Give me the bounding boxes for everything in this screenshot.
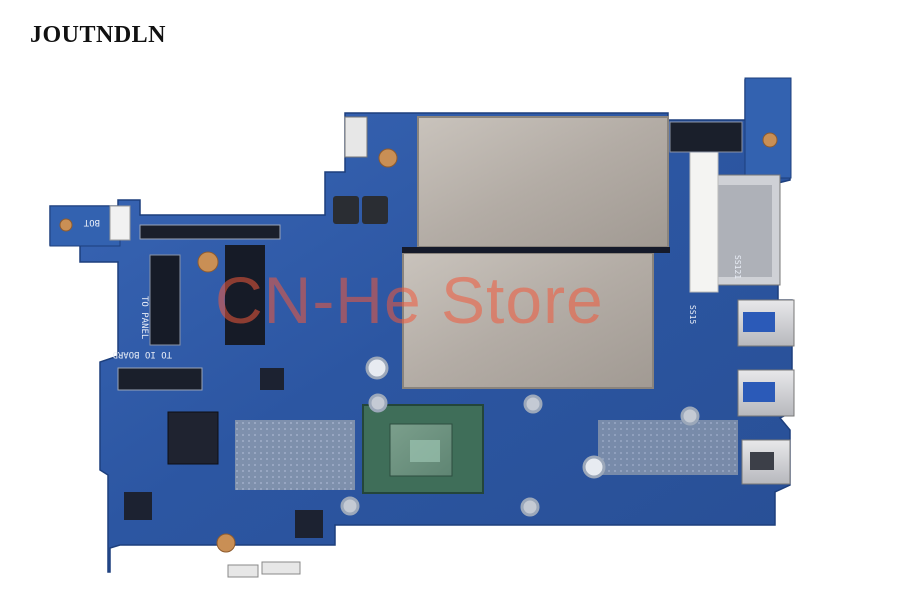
white-header <box>109 205 131 241</box>
flat-connector <box>225 245 265 345</box>
mounting-hole <box>340 496 360 516</box>
small-chip <box>124 492 152 520</box>
mounting-hole <box>365 356 389 380</box>
small-chip <box>260 368 284 390</box>
mounting-pad <box>762 132 778 148</box>
inductor <box>362 196 388 224</box>
panel-connector <box>149 254 181 346</box>
inductor <box>333 196 359 224</box>
mounting-hole <box>520 497 540 517</box>
watermark-text: CN-He Store <box>215 263 604 337</box>
io-board-connector <box>117 367 203 391</box>
silk-bot: BOT <box>83 217 100 227</box>
bottom-connector <box>227 564 259 578</box>
mounting-hole <box>680 406 700 426</box>
mounting-pad <box>378 148 398 168</box>
mounting-pad <box>197 251 219 273</box>
small-chip <box>295 510 323 538</box>
mounting-pad <box>59 218 73 232</box>
brand-logo-text: JOUTNDLN <box>30 22 167 48</box>
mounting-hole <box>368 393 388 413</box>
barcode-label <box>689 151 719 293</box>
mounting-hole <box>523 394 543 414</box>
ribbon-connector <box>139 224 281 240</box>
pch-area <box>598 420 738 475</box>
mounting-pad <box>216 533 236 553</box>
ram-shield-top <box>417 116 669 248</box>
silk-to-io-board: TO IO BOARD <box>112 349 172 359</box>
silk-ss121: SS121 <box>733 255 742 279</box>
silk-to-panel: TO PANEL <box>139 296 149 339</box>
ram-shield-bottom <box>402 252 654 389</box>
chipset-area <box>235 420 355 490</box>
mounting-hole <box>582 455 606 479</box>
ite-chip <box>167 411 219 465</box>
top-right-tab <box>744 77 792 179</box>
top-connector <box>344 116 368 158</box>
silk-ss15: SS15 <box>688 305 697 324</box>
bottom-connector <box>261 561 301 575</box>
m2-slot <box>669 121 743 153</box>
